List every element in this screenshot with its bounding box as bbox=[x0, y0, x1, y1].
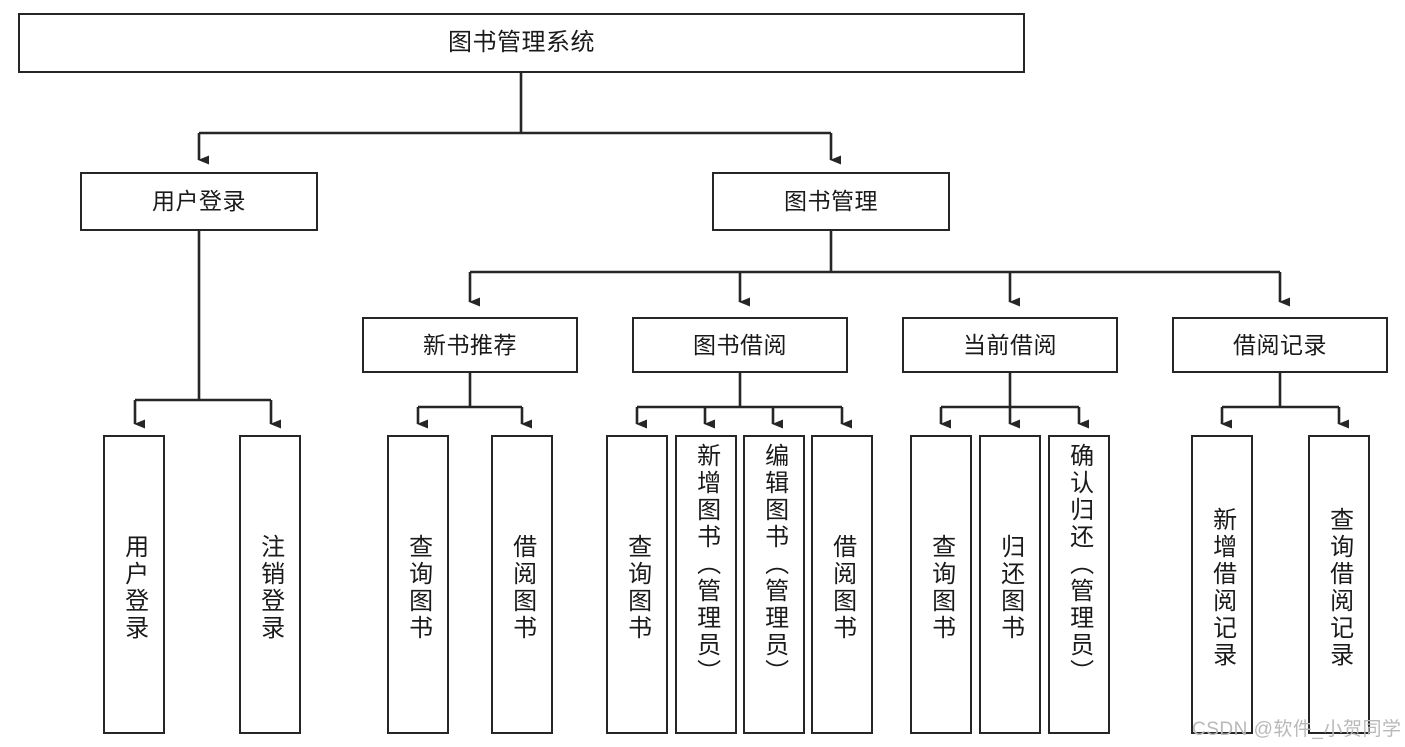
node-current-borrow[interactable]: 当前借阅 bbox=[902, 317, 1118, 373]
node-new-book-recommend[interactable]: 新书推荐 bbox=[362, 317, 578, 373]
node-label: 新书推荐 bbox=[423, 331, 517, 358]
node-label: 借阅记录 bbox=[1233, 331, 1327, 358]
node-label: 查询图书 bbox=[927, 533, 955, 642]
node-label: 当前借阅 bbox=[963, 331, 1057, 358]
node-label: 查询借阅记录 bbox=[1325, 506, 1353, 669]
node-book-borrow[interactable]: 图书借阅 bbox=[632, 317, 848, 373]
node-label: 查询图书 bbox=[404, 533, 432, 642]
node-label: 用户登录 bbox=[152, 188, 246, 215]
leaf-query-book-new[interactable]: 查询图书 bbox=[387, 435, 449, 734]
node-label: 借阅图书 bbox=[828, 533, 856, 642]
node-label: 编辑图书（管理员） bbox=[760, 443, 788, 686]
leaf-query-book-borrow[interactable]: 查询图书 bbox=[606, 435, 668, 734]
node-label: 确认归还（管理员） bbox=[1065, 443, 1093, 686]
csdn-watermark: CSDN @软件_小贺同学 bbox=[1192, 719, 1402, 740]
node-label: 图书管理 bbox=[784, 188, 878, 215]
leaf-user-login[interactable]: 用户登录 bbox=[103, 435, 165, 734]
node-user-login[interactable]: 用户登录 bbox=[80, 172, 318, 231]
leaf-edit-book-admin[interactable]: 编辑图书（管理员） bbox=[743, 435, 805, 734]
leaf-borrow-book-new[interactable]: 借阅图书 bbox=[491, 435, 553, 734]
node-label: 图书借阅 bbox=[693, 331, 787, 358]
leaf-query-book-current[interactable]: 查询图书 bbox=[910, 435, 972, 734]
node-root-system[interactable]: 图书管理系统 bbox=[18, 13, 1025, 73]
leaf-borrow-book[interactable]: 借阅图书 bbox=[811, 435, 873, 734]
node-label: 新增借阅记录 bbox=[1208, 506, 1236, 669]
node-label: 借阅图书 bbox=[508, 533, 536, 642]
node-label: 图书管理系统 bbox=[448, 29, 595, 57]
node-borrow-record[interactable]: 借阅记录 bbox=[1172, 317, 1388, 373]
node-label: 用户登录 bbox=[120, 533, 148, 642]
node-book-management[interactable]: 图书管理 bbox=[712, 172, 950, 231]
leaf-confirm-return-admin[interactable]: 确认归还（管理员） bbox=[1048, 435, 1110, 734]
leaf-query-borrow-record[interactable]: 查询借阅记录 bbox=[1308, 435, 1370, 734]
node-label: 归还图书 bbox=[996, 533, 1024, 642]
node-label: 注销登录 bbox=[256, 533, 284, 642]
node-label: 新增图书（管理员） bbox=[692, 443, 720, 686]
node-label: 查询图书 bbox=[623, 533, 651, 642]
leaf-add-borrow-record[interactable]: 新增借阅记录 bbox=[1191, 435, 1253, 734]
leaf-return-book[interactable]: 归还图书 bbox=[979, 435, 1041, 734]
leaf-add-book-admin[interactable]: 新增图书（管理员） bbox=[675, 435, 737, 734]
leaf-logout[interactable]: 注销登录 bbox=[239, 435, 301, 734]
